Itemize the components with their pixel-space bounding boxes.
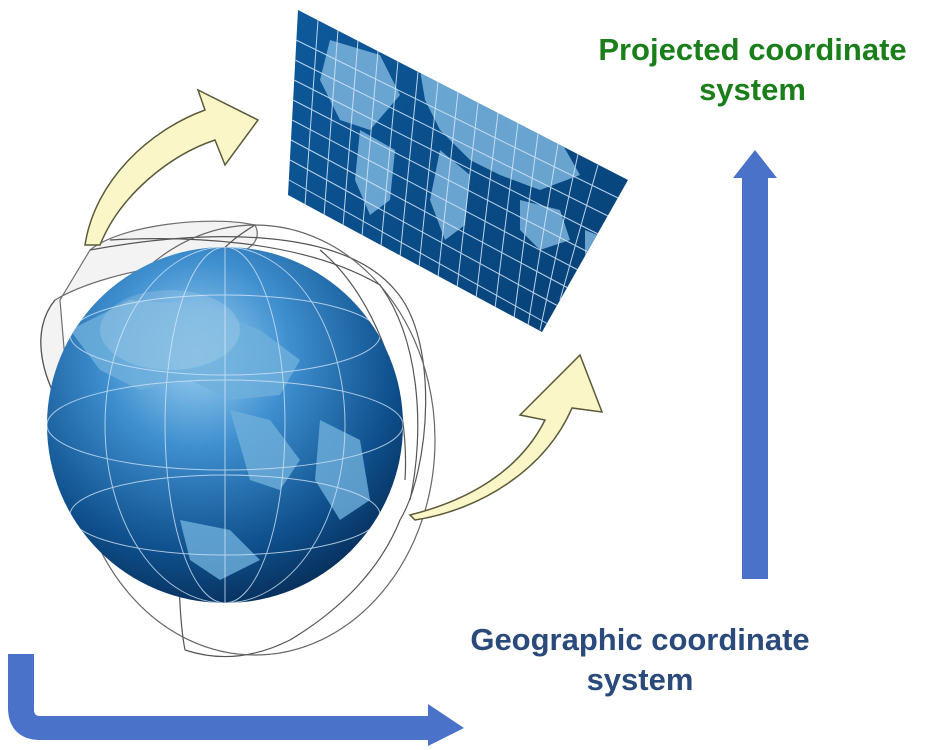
curved-arrow-to-map-icon <box>84 88 260 246</box>
projected-label-line1: Projected coordinate <box>598 32 907 67</box>
arrow-up-icon <box>733 150 777 579</box>
geographic-coordinate-label: Geographic coordinate system <box>420 620 860 701</box>
world-map-icon <box>288 10 628 332</box>
curved-arrow-from-globe-icon <box>408 353 604 521</box>
projected-label-line2: system <box>699 72 806 108</box>
geographic-label-line1: Geographic coordinate <box>470 622 810 657</box>
arrow-right-icon <box>8 654 464 746</box>
globe-icon <box>47 247 403 603</box>
geographic-label-line2: system <box>586 662 694 698</box>
projected-coordinate-label: Projected coordinate system <box>560 30 945 111</box>
